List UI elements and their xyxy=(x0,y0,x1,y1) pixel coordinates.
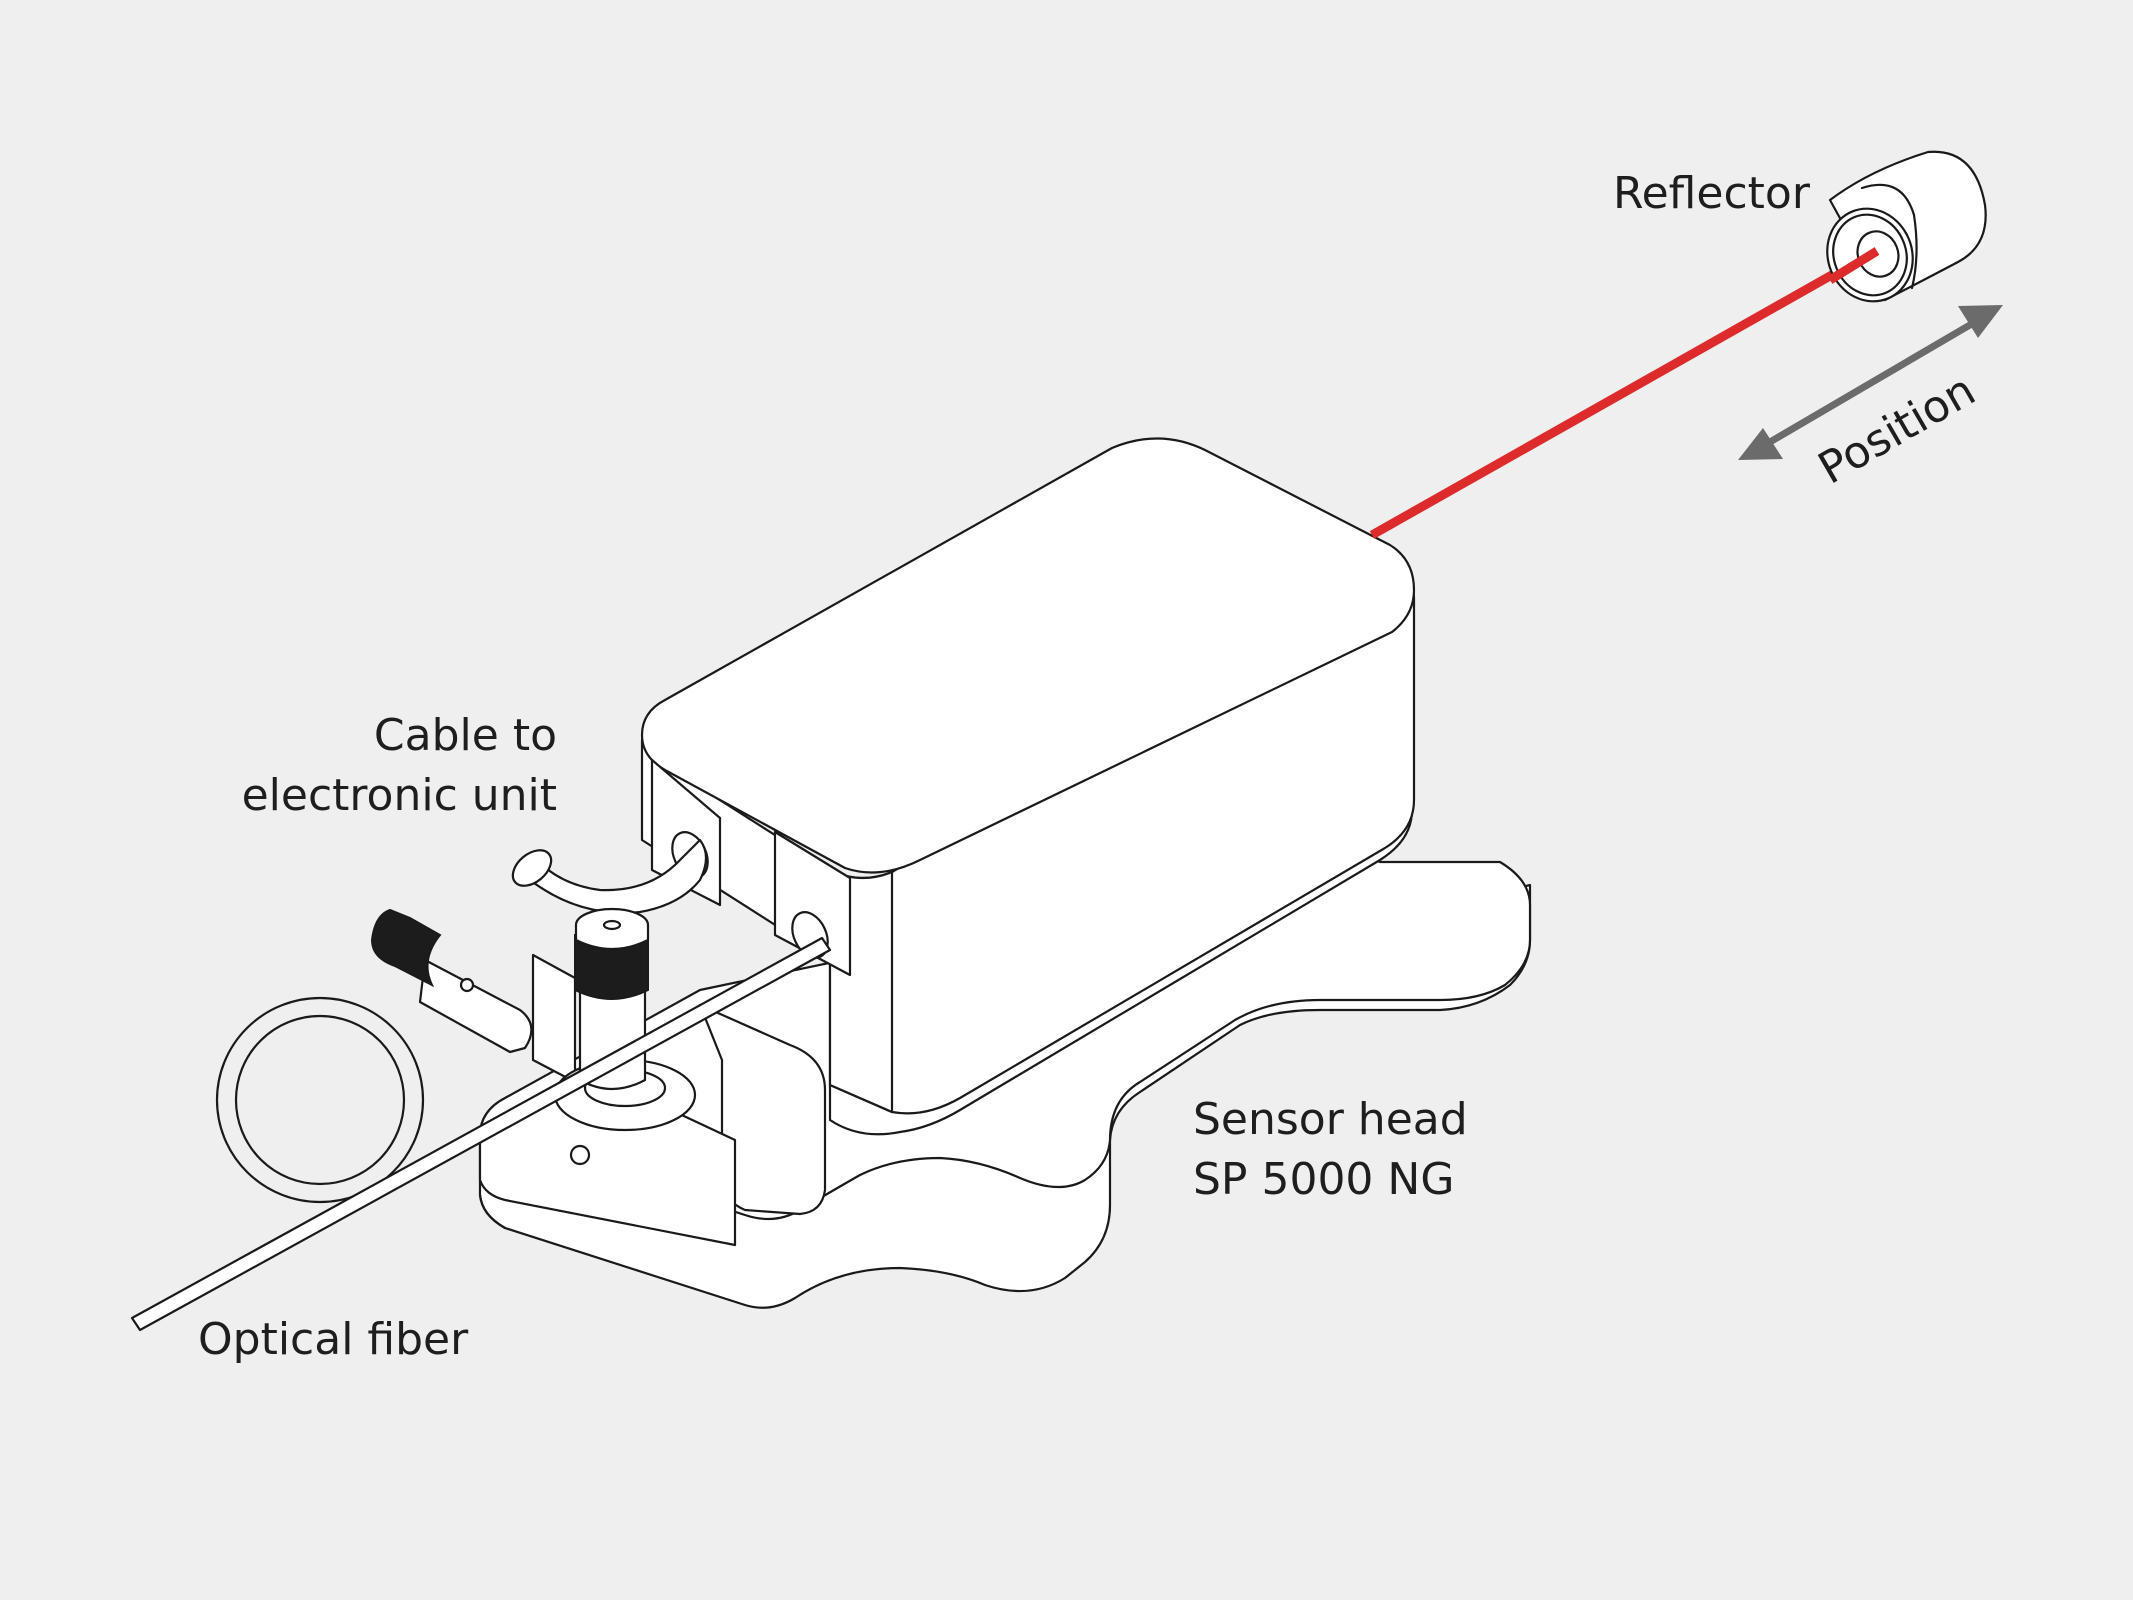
adjuster-screw-icon xyxy=(459,977,475,993)
cable xyxy=(511,838,708,914)
fiber-loop-inner xyxy=(234,1014,406,1186)
laser-beam-end xyxy=(1827,247,1880,284)
vertical-knob-top xyxy=(574,923,650,950)
fiber-strand xyxy=(130,936,832,1332)
clamp-screw-icon xyxy=(569,1144,591,1166)
laser-beam xyxy=(1369,246,1879,539)
cable-end xyxy=(511,849,553,887)
sensor-head-label-line1: Sensor head xyxy=(1193,1094,1468,1145)
position-arrow-shaft xyxy=(1768,318,1977,446)
cable-label-line1: Cable to xyxy=(374,710,557,761)
optical-fiber xyxy=(130,936,832,1332)
sensor-head-label-line2: SP 5000 NG xyxy=(1193,1154,1454,1205)
cable-label-line2: electronic unit xyxy=(242,770,557,821)
base-plate-edge xyxy=(478,1193,507,1230)
sensor-head-housing xyxy=(640,437,1416,1136)
fiber-loop-outer xyxy=(215,996,425,1204)
vertical-knob xyxy=(574,934,649,1000)
position-arrow xyxy=(1738,305,2003,460)
housing-top xyxy=(640,437,1416,874)
optical-fiber-label: Optical fiber xyxy=(198,1314,469,1365)
clamp-post xyxy=(531,953,577,1084)
arrow-head-right-icon xyxy=(1958,305,2003,338)
reflector-band xyxy=(1860,183,1918,290)
horizontal-knob xyxy=(370,908,442,988)
vertical-knob-hole xyxy=(602,919,622,931)
arrow-head-left-icon xyxy=(1738,428,1783,460)
reflector-label: Reflector xyxy=(1613,168,1811,219)
reflector xyxy=(1826,150,1987,303)
horizontal-adjuster-barrel xyxy=(418,958,533,1054)
